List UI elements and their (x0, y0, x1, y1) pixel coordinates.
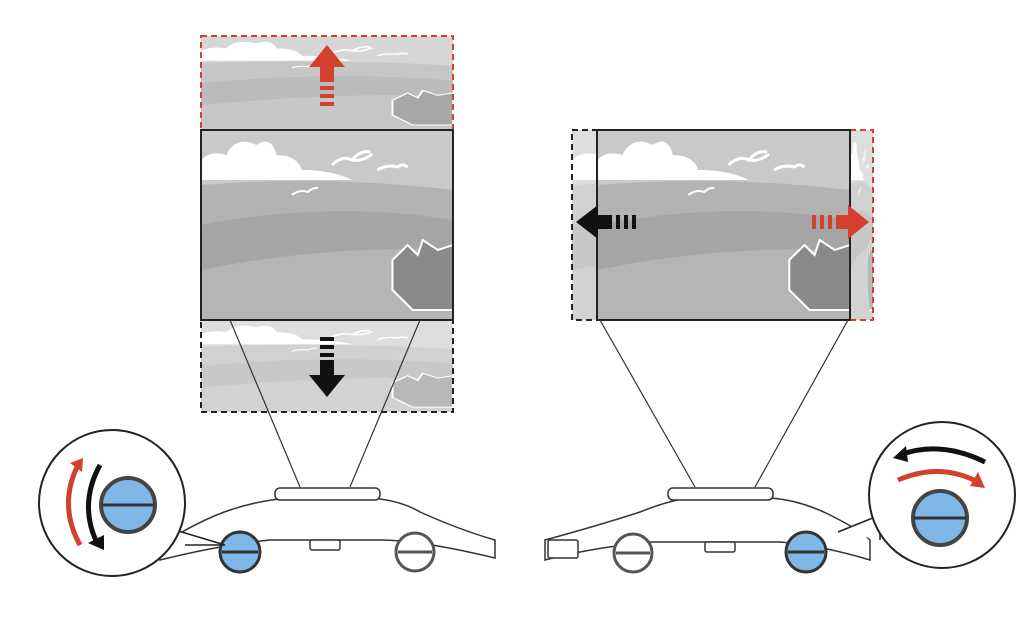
projector (159, 487, 496, 561)
rotate-arrows-icon (66, 458, 104, 550)
horizontal-shift-panel (544, 129, 1016, 574)
dial-callout (837, 421, 1016, 569)
arrow-left-icon (576, 205, 636, 239)
arrow-up-icon (309, 45, 345, 106)
arrow-down-icon (309, 337, 345, 397)
projected-image (200, 129, 454, 321)
rotate-arrows-icon (893, 446, 987, 488)
dial-callout (38, 429, 226, 577)
arrow-right-icon (812, 205, 869, 239)
vertical-shift-panel (38, 35, 496, 577)
